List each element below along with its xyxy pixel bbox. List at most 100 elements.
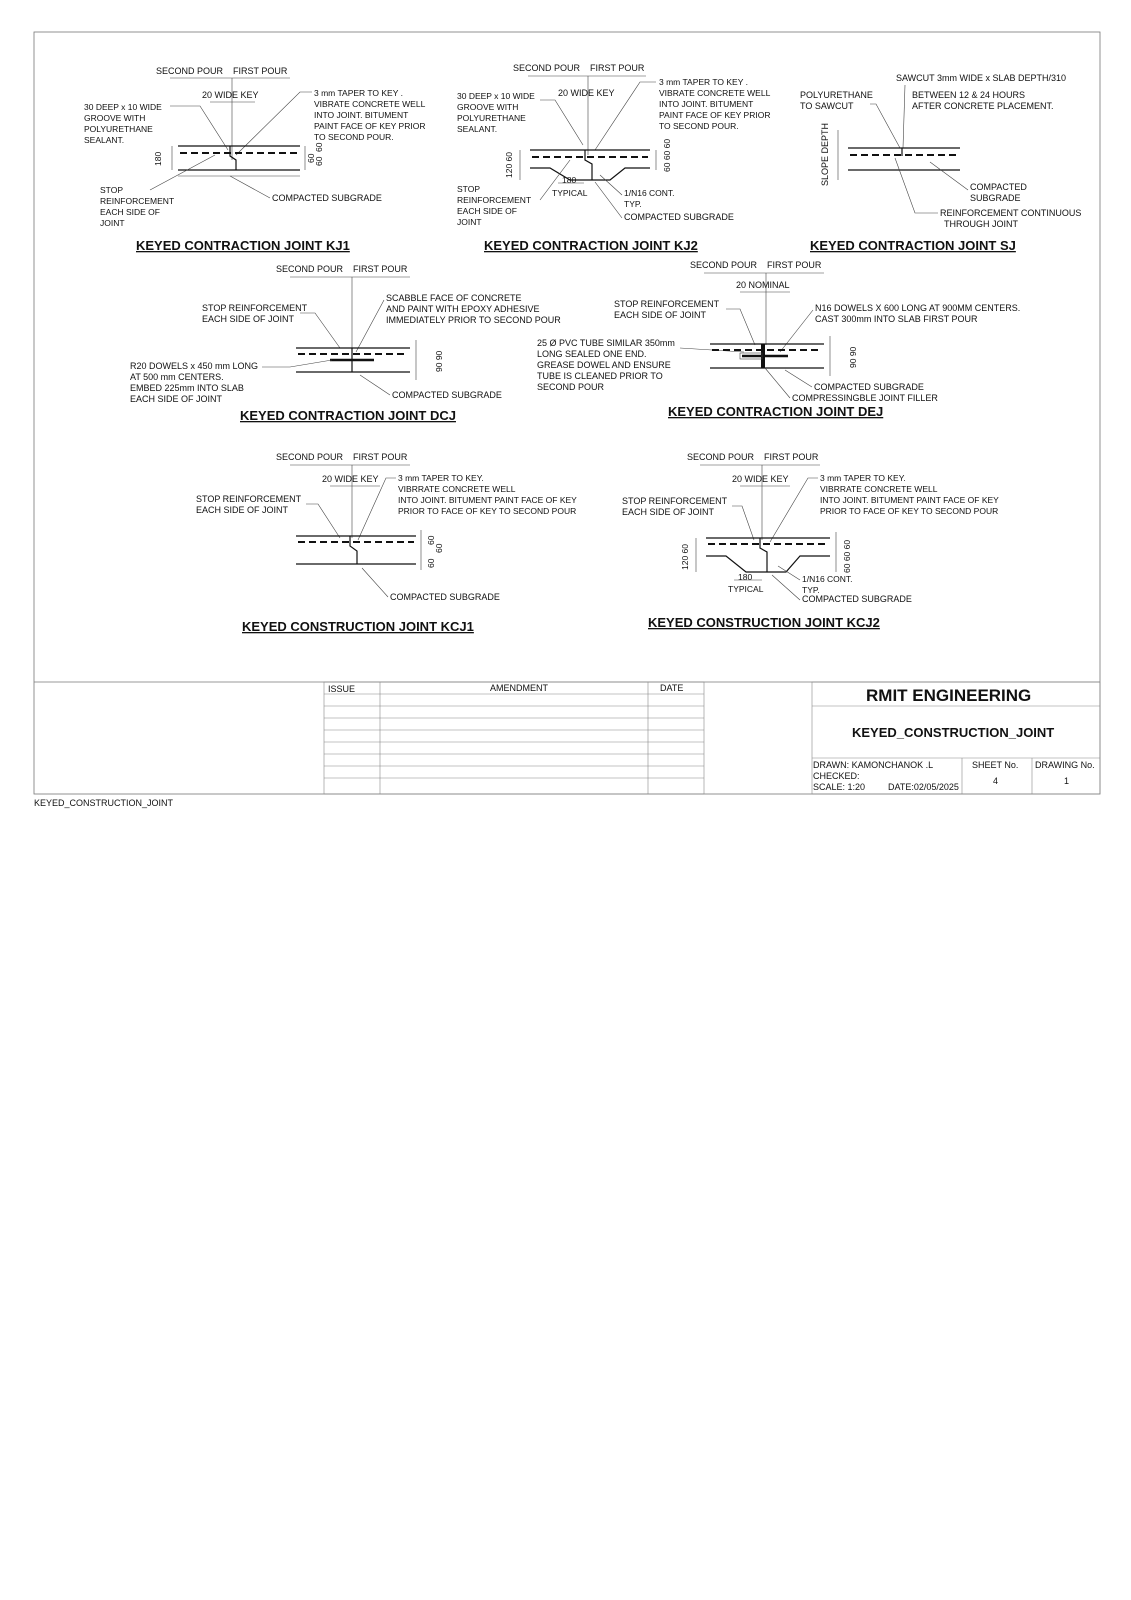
kcj2-key-label: 20 WIDE KEY (732, 474, 789, 484)
dej-subgrade: COMPACTED SUBGRADE (814, 382, 924, 392)
kcj1-key-label: 20 WIDE KEY (322, 474, 379, 484)
kcj2-title: KEYED CONSTRUCTION JOINT KCJ2 (648, 615, 880, 630)
kj2-title: KEYED CONTRACTION JOINT KJ2 (484, 238, 698, 253)
kcj1-first-pour: FIRST POUR (353, 452, 408, 462)
dej-stop-1: STOP REINFORCEMENT (614, 299, 720, 309)
kj2-taper-1: 3 mm TAPER TO KEY . (659, 77, 748, 87)
dcj-scabble-1: SCABBLE FACE OF CONCRETE (386, 293, 522, 303)
tb-drawing-title: KEYED_CONSTRUCTION_JOINT (852, 725, 1054, 740)
kj2-first-pour: FIRST POUR (590, 63, 645, 73)
detail-kj2: SECOND POUR FIRST POUR 20 WIDE KEY 30 DE… (457, 63, 771, 253)
sj-timing-1: BETWEEN 12 & 24 HOURS (912, 90, 1025, 100)
kj2-key-label: 20 WIDE KEY (558, 88, 615, 98)
dej-dowels-1: N16 DOWELS X 600 LONG AT 900MM CENTERS. (815, 303, 1020, 313)
dej-nominal: 20 NOMINAL (736, 280, 790, 290)
kj1-dim-b: 60 (314, 156, 324, 166)
kj2-stop-1: STOP (457, 184, 480, 194)
kcj1-taper-1: 3 mm TAPER TO KEY. (398, 473, 484, 483)
kcj2-bar-1: 1/N16 CONT. (802, 574, 853, 584)
dej-second-pour: SECOND POUR (690, 260, 758, 270)
detail-kcj2: SECOND POUR FIRST POUR 20 WIDE KEY 3 mm … (622, 452, 999, 630)
dej-tube-5: SECOND POUR (537, 382, 605, 392)
kcj1-taper-4: PRIOR TO FACE OF KEY TO SECOND POUR (398, 506, 576, 516)
kj2-bar-1: 1/N16 CONT. (624, 188, 675, 198)
kcj2-taper-3: INTO JOINT. BITUMENT PAINT FACE OF KEY (820, 495, 999, 505)
dcj-dowels-1: R20 DOWELS x 450 mm LONG (130, 361, 258, 371)
kj2-dim-right: 60 60 60 (662, 139, 672, 172)
kcj1-taper-3: INTO JOINT. BITUMENT PAINT FACE OF KEY (398, 495, 577, 505)
dcj-scabble-2: AND PAINT WITH EPOXY ADHESIVE (386, 304, 540, 314)
kj2-second-pour: SECOND POUR (513, 63, 581, 73)
kj1-groove-2: GROOVE WITH (84, 113, 145, 123)
kcj2-first-pour: FIRST POUR (764, 452, 819, 462)
kcj2-taper-4: PRIOR TO FACE OF KEY TO SECOND POUR (820, 506, 998, 516)
tb-col-amendment: AMENDMENT (490, 683, 549, 693)
dcj-first-pour: FIRST POUR (353, 264, 408, 274)
dej-filler: COMPRESSINGBLE JOINT FILLER (792, 393, 938, 403)
dej-tube-2: LONG SEALED ONE END. (537, 349, 647, 359)
tb-drawing-value: 1 (1064, 776, 1069, 786)
sj-sawcut: SAWCUT 3mm WIDE x SLAB DEPTH/310 (896, 73, 1066, 83)
sj-reinf-1: REINFORCEMENT CONTINUOUS (940, 208, 1081, 218)
tb-drawing-label: DRAWING No. (1035, 760, 1095, 770)
detail-kcj1: SECOND POUR FIRST POUR 20 WIDE KEY 3 mm … (196, 452, 577, 634)
tb-sheet-label: SHEET No. (972, 760, 1018, 770)
footer-label: KEYED_CONSTRUCTION_JOINT (34, 798, 174, 808)
dcj-stop-2: EACH SIDE OF JOINT (202, 314, 295, 324)
kcj2-subgrade: COMPACTED SUBGRADE (802, 594, 912, 604)
tb-drawn: DRAWN: KAMONCHANOK .L (813, 760, 933, 770)
dcj-stop-1: STOP REINFORCEMENT (202, 303, 308, 313)
kj1-stop-1: STOP (100, 185, 123, 195)
kj2-stop-4: JOINT (457, 217, 482, 227)
kcj1-taper-2: VIBRRATE CONCRETE WELL (398, 484, 516, 494)
dej-tube-1: 25 Ø PVC TUBE SIMILAR 350mm (537, 338, 675, 348)
tb-date: DATE:02/05/2025 (888, 782, 959, 792)
detail-dcj: SECOND POUR FIRST POUR STOP REINFORCEMEN… (130, 264, 561, 423)
kj2-dim-left: 120 60 (504, 152, 514, 178)
kj2-stop-2: REINFORCEMENT (457, 195, 531, 205)
kcj2-dim-right: 60 60 60 (842, 540, 852, 573)
kj2-taper-4: PAINT FACE OF KEY PRIOR (659, 110, 770, 120)
sj-poly-2: TO SAWCUT (800, 101, 854, 111)
sj-subgrade-2: SUBGRADE (970, 193, 1021, 203)
dej-tube-3: GREASE DOWEL AND ENSURE (537, 360, 671, 370)
dcj-dowels-3: EMBED 225mm INTO SLAB (130, 383, 244, 393)
kj1-subgrade: COMPACTED SUBGRADE (272, 193, 382, 203)
kj1-first-pour: FIRST POUR (233, 66, 288, 76)
kj1-stop-2: REINFORCEMENT (100, 196, 174, 206)
kj1-groove-1: 30 DEEP x 10 WIDE (84, 102, 162, 112)
kcj2-second-pour: SECOND POUR (687, 452, 755, 462)
kj1-dim-left: 180 (153, 152, 163, 166)
dej-dim: 90 90 (848, 346, 858, 368)
kj2-bar-2: TYP. (624, 199, 642, 209)
kj1-stop-3: EACH SIDE OF (100, 207, 160, 217)
sj-reinf-2: THROUGH JOINT (944, 219, 1018, 229)
kj1-groove-4: SEALANT. (84, 135, 124, 145)
kcj1-stop-2: EACH SIDE OF JOINT (196, 505, 289, 515)
kcj1-second-pour: SECOND POUR (276, 452, 344, 462)
dej-stop-2: EACH SIDE OF JOINT (614, 310, 707, 320)
dcj-scabble-3: IMMEDIATELY PRIOR TO SECOND POUR (386, 315, 561, 325)
kj1-title: KEYED CONTRACTION JOINT KJ1 (136, 238, 350, 253)
dcj-dim: 90 90 (434, 350, 444, 372)
kj1-groove-3: POLYURETHANE (84, 124, 153, 134)
kj2-groove-4: SEALANT. (457, 124, 497, 134)
sj-slope: SLOPE DEPTH (820, 123, 830, 186)
sj-timing-2: AFTER CONCRETE PLACEMENT. (912, 101, 1054, 111)
kcj2-bar-2: TYP. (802, 585, 820, 595)
kcj1-subgrade: COMPACTED SUBGRADE (390, 592, 500, 602)
tb-scale: SCALE: 1:20 (813, 782, 865, 792)
dej-first-pour: FIRST POUR (767, 260, 822, 270)
kj1-key-label: 20 WIDE KEY (202, 90, 259, 100)
kj2-taper-3: INTO JOINT. BITUMENT (659, 99, 753, 109)
dej-tube-4: TUBE IS CLEANED PRIOR TO (537, 371, 663, 381)
dcj-title: KEYED CONTRACTION JOINT DCJ (240, 408, 456, 423)
kcj2-typical: TYPICAL (728, 584, 764, 594)
dcj-second-pour: SECOND POUR (276, 264, 344, 274)
kj2-taper-5: TO SECOND POUR. (659, 121, 739, 131)
kj1-dim-c: 60 (314, 142, 324, 152)
kcj1-dim-a: 60 (426, 535, 436, 545)
kj1-taper-1: 3 mm TAPER TO KEY . (314, 88, 403, 98)
kj1-taper-5: TO SECOND POUR. (314, 132, 394, 142)
